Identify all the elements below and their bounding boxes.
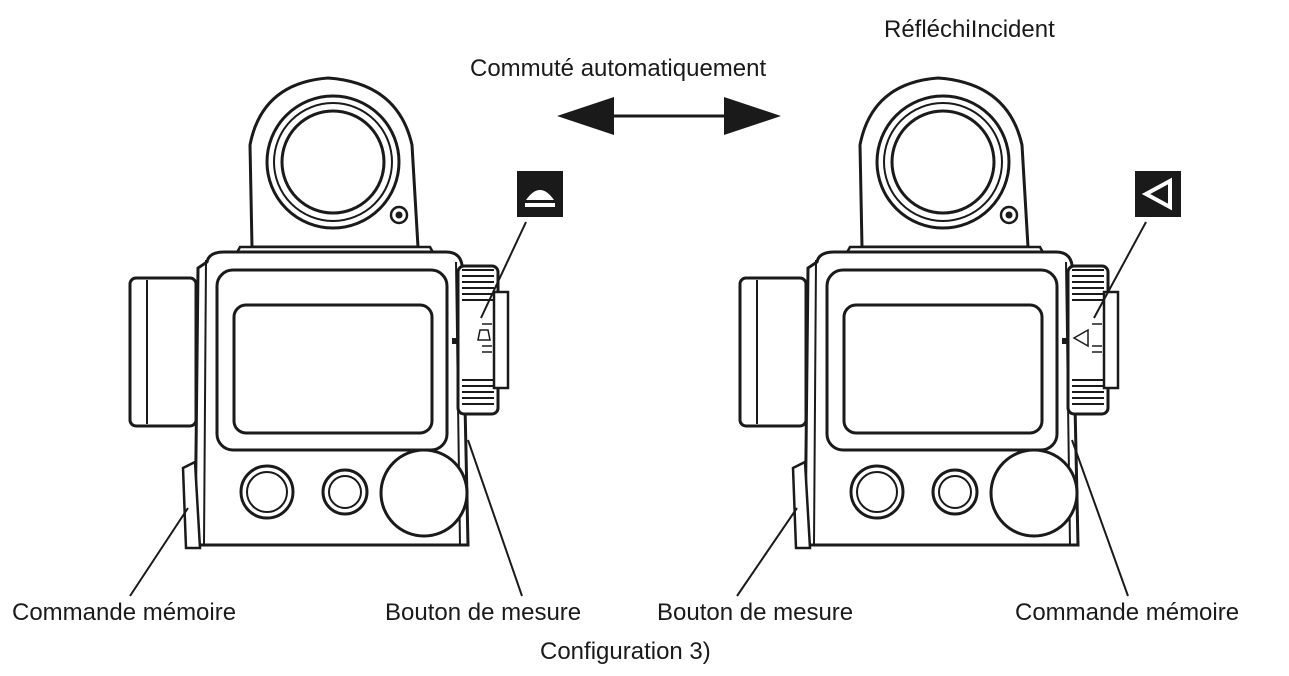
- right-memory-label: Commande mémoire: [1015, 599, 1240, 626]
- left-icon-leader: [480, 221, 527, 319]
- switch-label: Commuté automatiquement: [470, 55, 767, 82]
- reflected-dome-icon: [517, 171, 563, 217]
- left-measure-label: Bouton de mesure: [385, 599, 582, 626]
- right-icon-leader: [1093, 221, 1147, 319]
- figure-caption: Configuration 3): [540, 638, 711, 665]
- leader-left-memory: [129, 507, 189, 597]
- leader-right-measure: [736, 507, 798, 597]
- incident-triangle-icon: [1135, 171, 1181, 217]
- leader-right-memory: [1071, 439, 1129, 597]
- top-mode-label: RéfléchiIncident: [884, 16, 1055, 43]
- right-light-meter: [738, 76, 1120, 550]
- left-memory-label: Commande mémoire: [12, 599, 237, 626]
- leader-left-measure: [467, 439, 523, 597]
- switch-double-arrow: [557, 97, 781, 135]
- right-measure-label: Bouton de mesure: [657, 599, 854, 626]
- left-light-meter: [128, 76, 510, 550]
